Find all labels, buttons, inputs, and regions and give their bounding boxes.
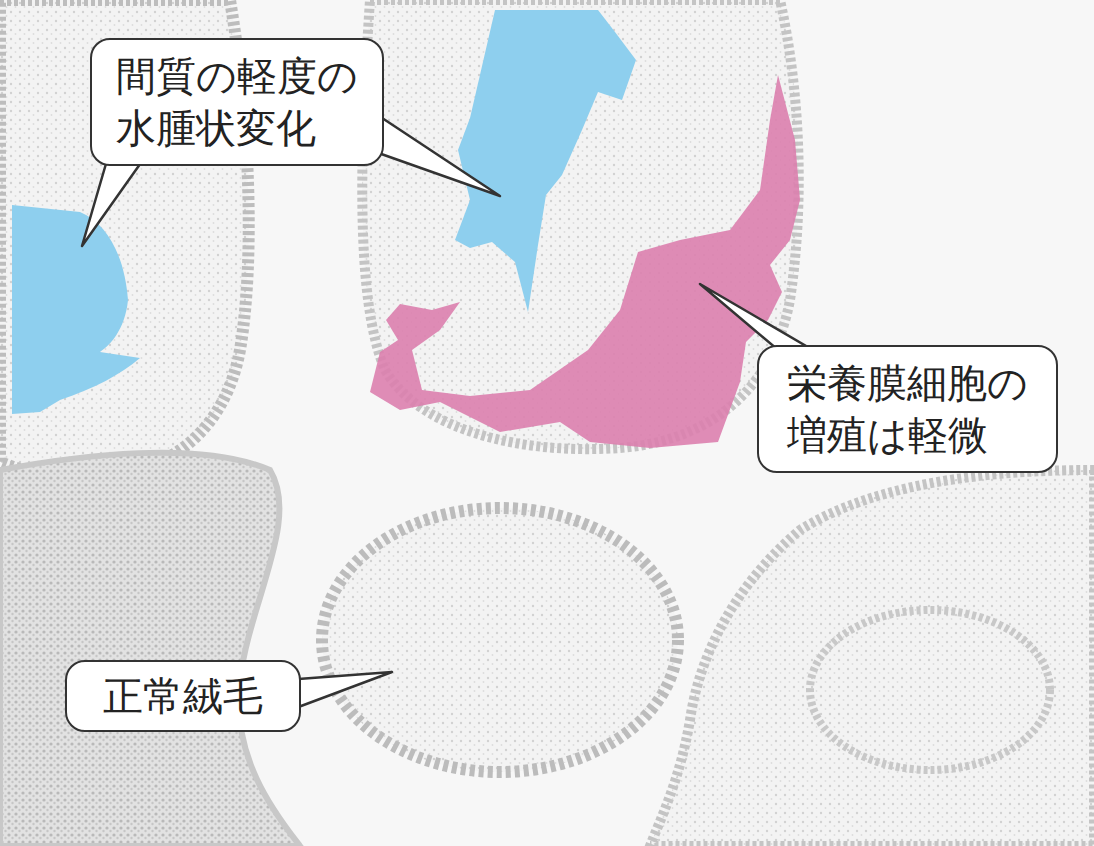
normal-villus — [322, 508, 678, 772]
callout-box: 正常絨毛 — [65, 660, 301, 732]
villus — [650, 470, 1094, 846]
callout-text: 正常絨毛 — [103, 670, 263, 722]
trophoblast-region — [370, 75, 800, 448]
callout-tail — [285, 672, 392, 712]
villus — [0, 453, 300, 846]
callout-text: 栄養膜細胞の 増殖は軽微 — [787, 357, 1028, 461]
edema-region — [455, 10, 636, 312]
villus — [810, 610, 1050, 770]
callout-box: 間質の軽度の 水腫状変化 — [90, 38, 384, 166]
edema-region — [12, 205, 140, 414]
callout-text: 間質の軽度の 水腫状変化 — [116, 50, 358, 154]
callout-tail — [370, 110, 500, 196]
callout-box: 栄養膜細胞の 増殖は軽微 — [757, 345, 1058, 473]
